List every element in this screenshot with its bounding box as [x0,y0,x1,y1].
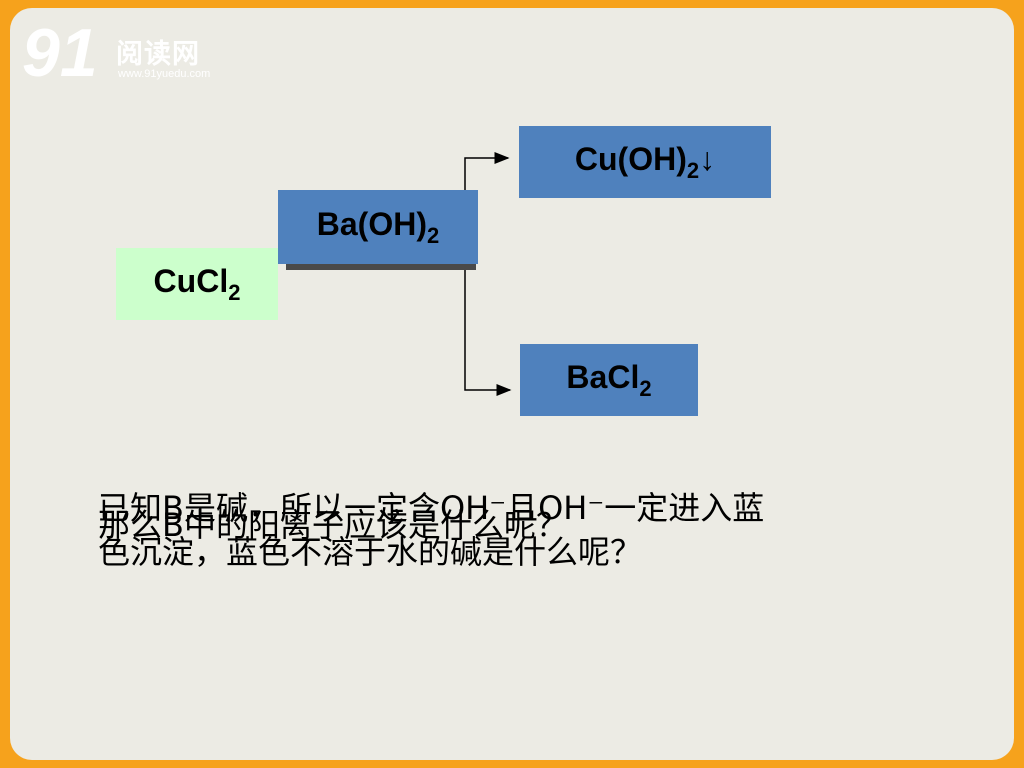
bacl2-box: BaCl2 [520,344,698,416]
logo-91-icon: 91 [22,15,98,91]
logo-glyph: 91 [22,15,98,90]
baoh2-label: Ba(OH)2 [316,205,440,248]
cucl2-box: CuCl2 [116,248,278,320]
watermark-url: www.91yuedu.com [118,68,211,80]
arrow-to-cuoh2 [464,152,510,191]
watermark-logo: 91 阅读网 www.91yuedu.com [20,10,240,91]
caption-overlay: 那么B中的阳离子应该是什么呢？ [98,506,568,544]
arrow-to-bacl2 [464,270,512,396]
watermark-brand: 阅读网 [116,39,200,70]
reaction-connectors [464,152,512,396]
cuoh2-label: Cu(OH)2↓ [574,140,716,183]
bacl2-label: BaCl2 [566,358,652,401]
slide: 91 阅读网 www.91yuedu.com CuCl2 Ba(OH)2 Cu(… [10,8,1014,760]
cucl2-label: CuCl2 [153,262,241,305]
cuoh2-box: Cu(OH)2↓ [519,126,771,198]
caption-line-2: 色沉淀，蓝色不溶于水的碱是什么呢？ [98,533,643,571]
caption-line-1: 已知B是碱，所以一定含OH⁻且OH⁻一定进入蓝 [98,489,765,527]
baoh2-box: Ba(OH)2 [278,190,478,264]
